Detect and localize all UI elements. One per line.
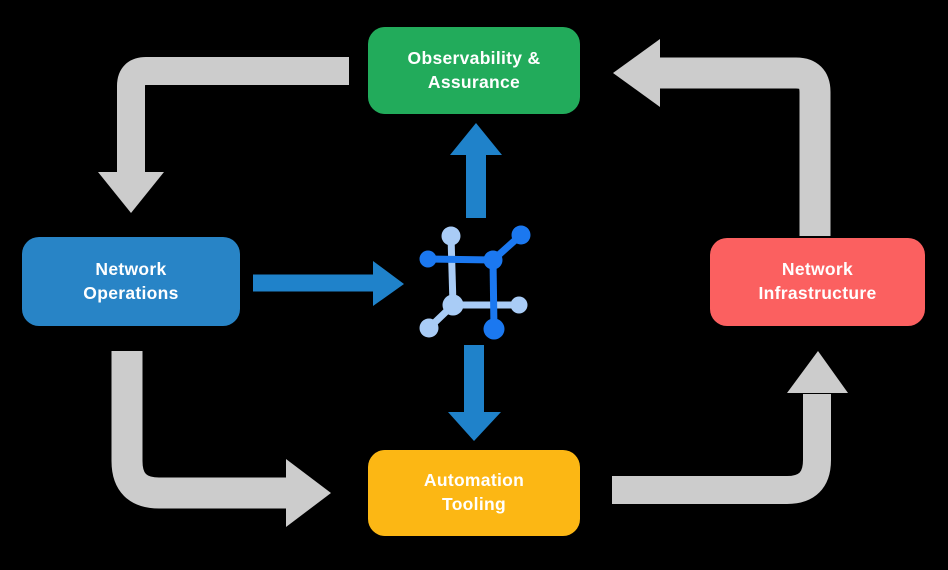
center-arrow-shafts xyxy=(253,154,486,413)
arrowhead-left-icon xyxy=(613,39,660,107)
arrowhead-right-icon xyxy=(373,261,404,306)
cycle-arrow-shafts xyxy=(111,57,831,509)
arrowhead-right-icon xyxy=(286,459,331,527)
node-label: Automation Tooling xyxy=(423,470,525,514)
cycle-arrow-operations-to-automation xyxy=(111,351,288,509)
cycle-arrow-infrastructure-to-observability xyxy=(660,57,831,236)
cycle-arrow-automation-to-infrastructure xyxy=(612,394,831,504)
node-label: Observability & Assurance xyxy=(407,47,541,92)
arrowhead-up-icon xyxy=(787,351,848,393)
arrowhead-down-icon xyxy=(98,172,164,213)
node-label: Network Infrastructure xyxy=(758,259,877,303)
node-network-infrastructure[interactable]: Network Infrastructure xyxy=(710,238,925,326)
network-mesh-icon xyxy=(419,225,531,340)
arrowhead-down-icon xyxy=(448,412,501,441)
arrowhead-up-icon xyxy=(450,123,502,155)
network-mesh-icon-dark-nodes xyxy=(419,225,531,340)
node-observability-assurance[interactable]: Observability & Assurance xyxy=(368,27,580,114)
network-mesh-icon-light-nodes xyxy=(419,226,528,338)
cycle-arrow-heads xyxy=(98,39,848,527)
node-network-operations[interactable]: Network Operations xyxy=(22,237,240,326)
node-automation-tooling[interactable]: Automation Tooling xyxy=(368,450,580,536)
cycle-arrow-observability-to-operations xyxy=(117,57,349,174)
center-arrow-heads xyxy=(373,123,502,441)
node-label: Network Operations xyxy=(83,258,179,303)
